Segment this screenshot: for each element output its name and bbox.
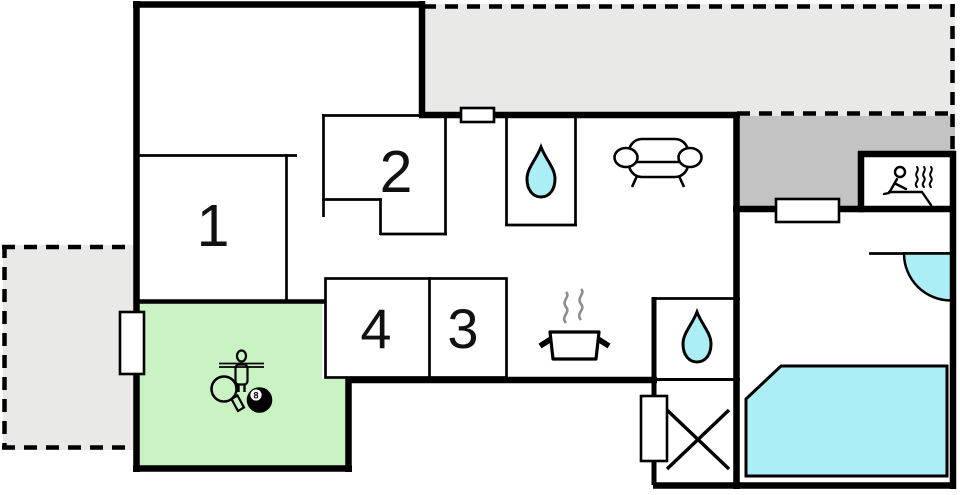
window-bedroom-north [774, 197, 841, 224]
pot-steam-left [562, 291, 569, 324]
foosball-player-icon [219, 349, 264, 392]
sofa-legs [630, 175, 686, 188]
room-label-2: 2 [380, 139, 413, 205]
eight-ball-circle [250, 389, 262, 401]
terrace-left [3, 245, 134, 450]
bed [744, 364, 949, 478]
window-storage-west [639, 394, 669, 463]
paddle-handle [230, 393, 246, 413]
sauna-person-arm [894, 182, 908, 191]
room-label-3: 3 [447, 297, 478, 360]
water-drop-shape [525, 142, 557, 199]
sofa-icon [613, 137, 703, 188]
cooking-pot-icon [538, 288, 611, 361]
sauna-steam-3 [928, 166, 933, 188]
foosball-player-head [235, 349, 248, 363]
pot-handle-left [538, 336, 553, 349]
sofa-armrest-left [613, 146, 639, 169]
terrace-dashed-borders [2, 4, 955, 450]
room-label-1: 1 [197, 193, 230, 259]
paddle-blade [210, 375, 238, 403]
sauna-steam-1 [914, 166, 919, 188]
sauna-person-body [882, 177, 933, 207]
sofa-armrest-right [677, 146, 703, 169]
pot-steam-right [577, 288, 584, 321]
windows [118, 106, 841, 463]
window-north [459, 106, 496, 124]
eight-ball-number: 8 [253, 391, 258, 401]
sauna-person-head [893, 165, 907, 179]
eight-ball-icon: 8 [246, 387, 273, 413]
sauna-person-icon [882, 165, 933, 207]
water-drop-icon [525, 142, 557, 199]
window-gameroom-west [118, 310, 146, 376]
wall-rooms34-box [324, 277, 508, 379]
storage-x-line2 [665, 408, 731, 471]
room-label-4: 4 [360, 297, 391, 360]
table-tennis-paddle-icon [210, 375, 246, 413]
corner-shower [902, 252, 953, 302]
sauna-steam-2 [921, 166, 926, 188]
water-drop-shape [681, 307, 713, 364]
pot-body [548, 330, 601, 361]
terrace-top [423, 4, 955, 116]
storage-x-mark [665, 408, 731, 471]
foosball-player-torso [234, 363, 249, 386]
exterior-walls [133, 1, 957, 489]
pot-handle-right [596, 336, 611, 349]
water-drop-icon [681, 307, 713, 364]
terrace-dark [737, 116, 955, 210]
